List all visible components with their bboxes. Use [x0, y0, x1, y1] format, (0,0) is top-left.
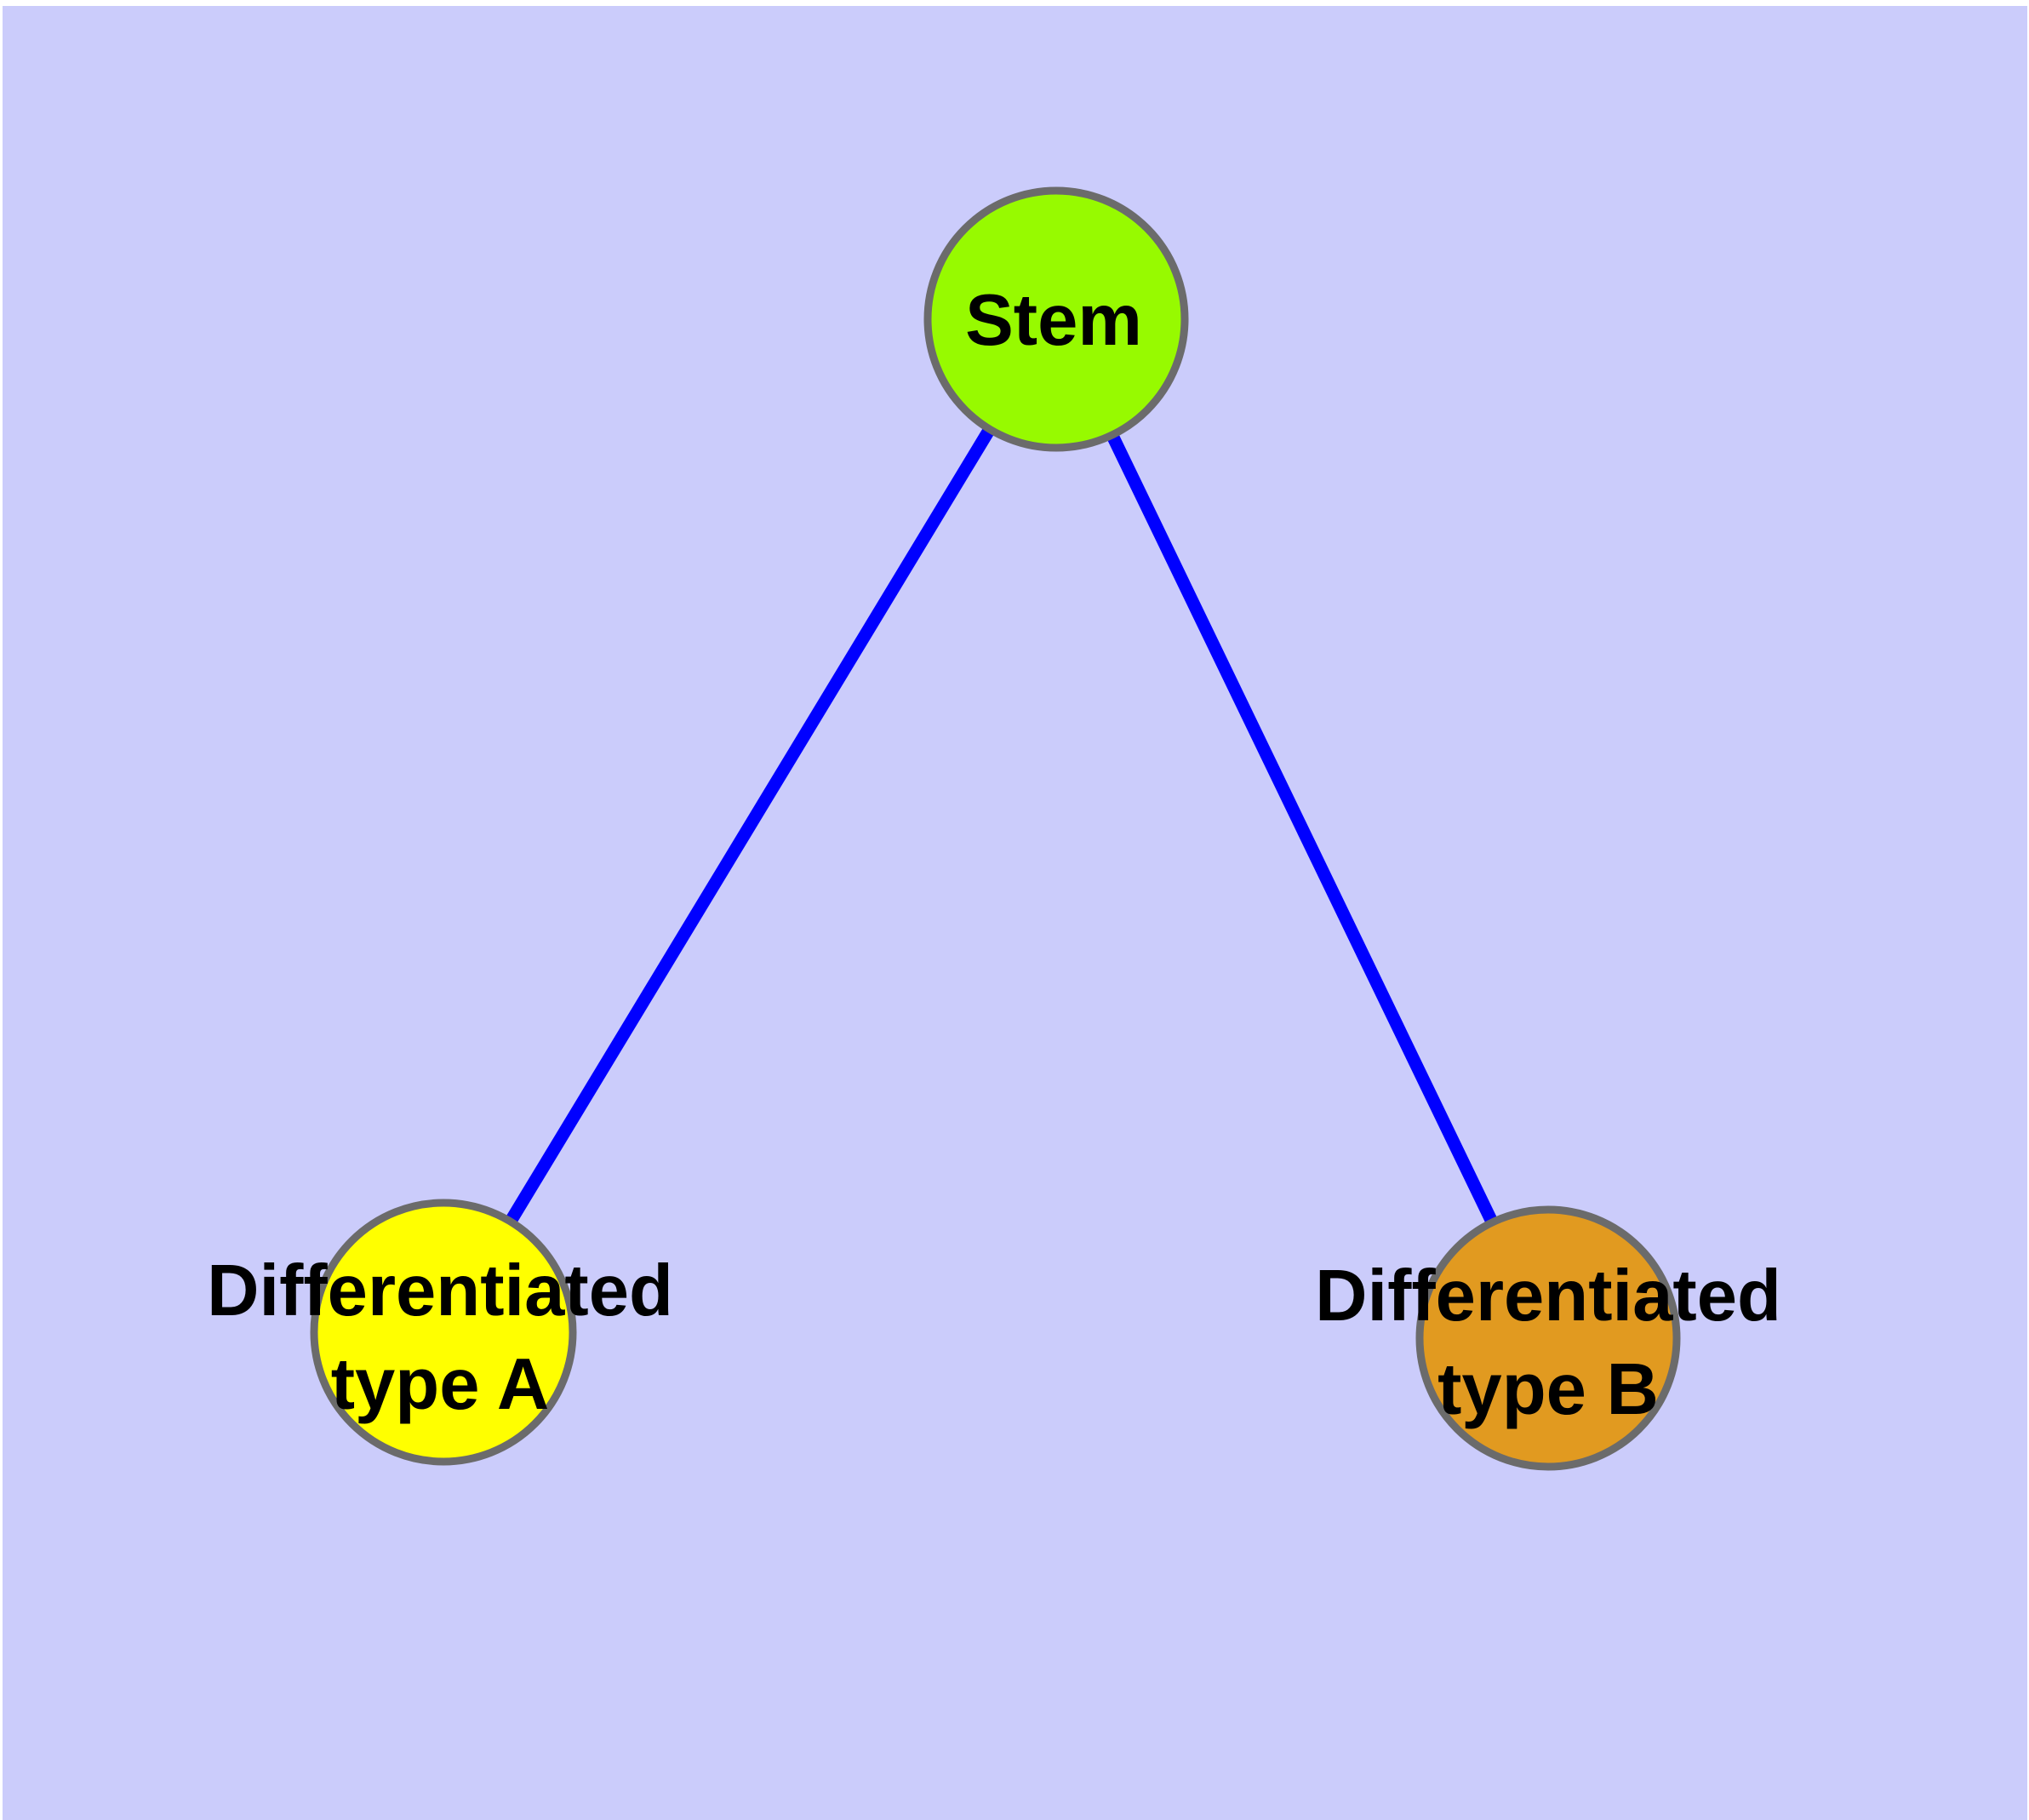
edge-stem-to-type-b — [1050, 316, 1554, 1342]
node-stem-circle — [923, 186, 1189, 452]
node-type-b-label-line2: type B — [1437, 1349, 1659, 1430]
node-stem-label: Stem — [965, 280, 1142, 361]
node-type-a-label-line2: type A — [331, 1344, 550, 1425]
node-type-a-label-line1: Differentiated — [207, 1251, 673, 1331]
node-type-b-circle — [1415, 1205, 1681, 1471]
edge-stem-to-type-a — [437, 316, 1062, 1336]
node-type-a-circle — [310, 1199, 577, 1466]
node-type-b-label-line1: Differentiated — [1315, 1256, 1781, 1336]
